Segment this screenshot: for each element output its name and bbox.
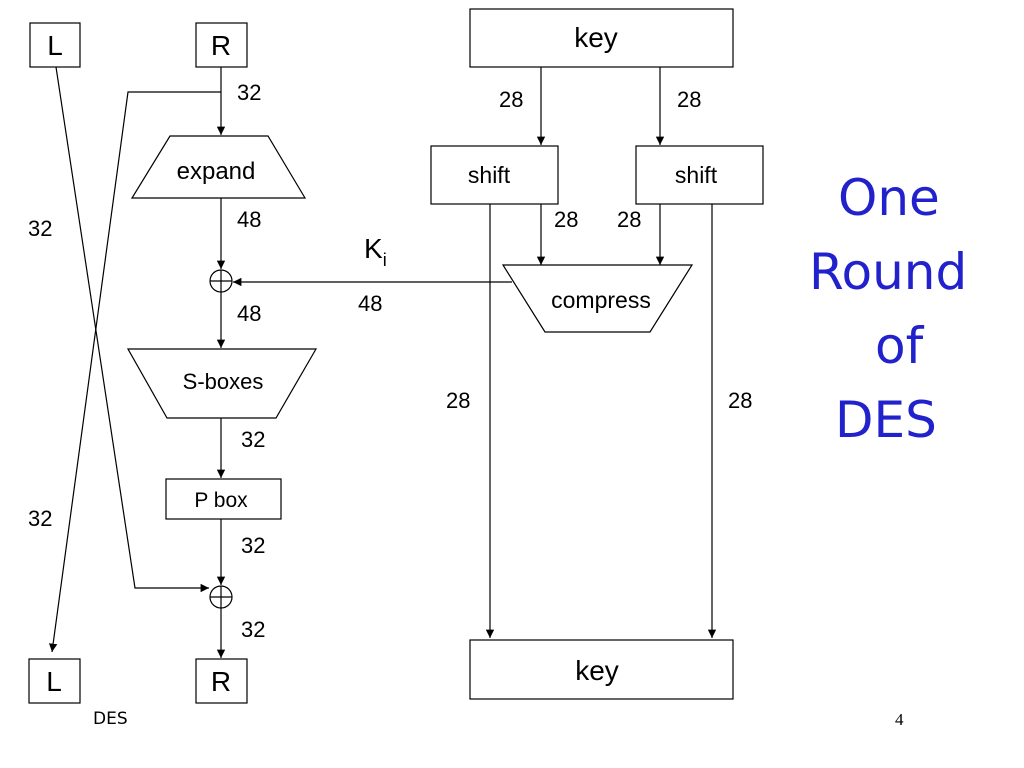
key-bottom-label: key xyxy=(575,655,619,686)
bits-key-left: 28 xyxy=(499,87,523,112)
expand-label: expand xyxy=(177,158,256,185)
bits-l-cross: 32 xyxy=(28,216,52,241)
bits-xor2-out: 32 xyxy=(241,617,265,642)
sboxes-label: S-boxes xyxy=(183,369,264,394)
bits-compress-out: 48 xyxy=(358,291,382,316)
bits-r-cross: 32 xyxy=(28,506,52,531)
bits-shift-left-out: 28 xyxy=(554,207,578,232)
sboxes-box: S-boxes xyxy=(126,348,318,419)
shift-left-label: shift xyxy=(468,162,511,188)
bits-r-out: 32 xyxy=(237,80,261,105)
r-bottom-box: R xyxy=(195,658,248,704)
shift-right-label: shift xyxy=(675,162,718,188)
bits-key-right: 28 xyxy=(677,87,701,112)
title-line-1: One xyxy=(838,169,940,227)
pbox-label: P box xyxy=(194,489,248,512)
l-top-label: L xyxy=(47,30,63,61)
bits-expand-out: 48 xyxy=(237,207,261,232)
subkey-base: K xyxy=(364,233,383,264)
key-bottom-box: key xyxy=(469,639,734,700)
bits-shift-right-down: 28 xyxy=(728,388,752,413)
r-bottom-label: R xyxy=(211,666,231,697)
r-top-box: R xyxy=(195,22,248,68)
title-line-3: of xyxy=(875,317,924,375)
bits-pbox-out: 32 xyxy=(241,533,265,558)
bits-shift-left-down: 28 xyxy=(446,388,470,413)
pbox-box: P box xyxy=(165,478,282,520)
bits-xor1-out: 48 xyxy=(237,301,261,326)
l-cross-line xyxy=(55,66,209,593)
page-number: 4 xyxy=(895,710,904,729)
bits-sbox-out: 32 xyxy=(241,427,265,452)
title-line-2: Round xyxy=(809,243,968,301)
bits-shift-right-out: 28 xyxy=(617,207,641,232)
l-top-box: L xyxy=(29,22,81,68)
shift-left-box: shift xyxy=(430,145,559,205)
key-top-label: key xyxy=(574,22,618,53)
subkey-subscript: i xyxy=(383,250,387,270)
compress-box: compress xyxy=(501,264,694,333)
footer-label: DES xyxy=(93,709,128,729)
title-line-4: DES xyxy=(835,391,937,449)
xor-1-icon xyxy=(209,269,233,293)
r-branch-line xyxy=(48,91,221,653)
compress-label: compress xyxy=(551,287,651,313)
xor-2-icon xyxy=(209,585,233,609)
subkey-label: Ki xyxy=(364,233,387,270)
key-top-box: key xyxy=(469,8,734,68)
l-bottom-box: L xyxy=(28,658,81,704)
r-top-label: R xyxy=(211,30,231,61)
l-bottom-label: L xyxy=(46,666,62,697)
expand-box: expand xyxy=(130,135,307,199)
shift-right-box: shift xyxy=(635,145,764,205)
